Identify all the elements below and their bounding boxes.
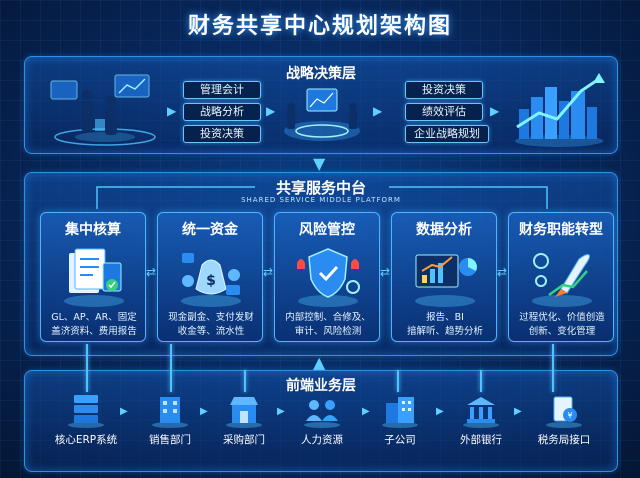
front-layer-title: 前端业务层 (286, 378, 356, 394)
connector-line (170, 344, 172, 392)
arrow-right-icon: ▶ (514, 406, 522, 417)
chart-icon (415, 254, 477, 307)
node-core-erp: 核心ERP系统 (46, 393, 126, 447)
connector-line (244, 370, 246, 392)
card-risk-control: 风险管控 内部控制、合修及、 审计、风险检测 (274, 212, 380, 342)
arrow-down-icon: ▼ (313, 154, 326, 173)
platform-feedback-lines (96, 186, 548, 209)
double-arrow-icon: ⇄ (146, 265, 157, 279)
svg-text:$: $ (206, 273, 216, 289)
building-icon (152, 397, 188, 428)
node-tax-interface: ¥ 税务局接口 (524, 393, 604, 447)
double-arrow-icon: ⇄ (497, 265, 508, 279)
card-finance-transformation: 财务职能转型 过程优化、价值创造 创新、变化管理 (508, 212, 614, 342)
card-title: 数据分析 (416, 222, 472, 238)
double-arrow-icon: ⇄ (380, 265, 391, 279)
arrow-right-icon: ▶ (362, 406, 370, 417)
strategy-tag-management-accounting: 管理会计 (183, 81, 261, 99)
store-icon (226, 397, 262, 428)
ledger-icon (64, 248, 124, 307)
arrow-up-icon: ▲ (313, 353, 326, 372)
arrow-right-icon: ▶ (490, 104, 500, 118)
strategy-tag-strategic-analysis: 战略分析 (183, 103, 261, 121)
people-icon (304, 400, 340, 428)
node-human-resources: 人力资源 (282, 393, 362, 447)
node-label: 税务局接口 (537, 434, 591, 446)
arrow-right-icon: ▶ (167, 104, 177, 118)
svg-text:¥: ¥ (567, 411, 572, 420)
card-description: 现金副金、支付发财 收金等、流水性 (168, 312, 254, 337)
bank-icon (463, 397, 499, 428)
card-unified-funds: 统一资金 $ 现金副金、支付发财 收金等、流水性 (157, 212, 263, 342)
arrow-right-icon: ▶ (200, 406, 208, 417)
node-label: 人力资源 (301, 434, 343, 446)
arrow-right-icon: ▶ (373, 104, 383, 118)
card-description: 过程优化、价值创造 创新、变化管理 (519, 312, 605, 337)
node-label: 核心ERP系统 (54, 434, 118, 446)
node-label: 子公司 (384, 434, 416, 446)
strategy-layer-title: 战略决策层 (286, 66, 356, 82)
node-label: 采购部门 (223, 434, 265, 446)
connector-line (397, 370, 399, 392)
card-title: 集中核算 (65, 222, 121, 238)
business-people-illustration (50, 74, 156, 146)
rocket-icon (532, 253, 592, 307)
page-title: 财务共享中心规划架构图 (187, 14, 452, 39)
money-bag-icon: $ (181, 253, 241, 307)
connector-line (86, 344, 88, 392)
platform-title: 共享服务中台 (275, 179, 366, 197)
connector-line (480, 370, 482, 392)
card-centralized-accounting: 集中核算 GL、AP、AR、固定 盖济资料、费用报告 (40, 212, 146, 342)
arrow-right-icon: ▶ (277, 406, 285, 417)
double-arrow-icon: ⇄ (263, 265, 274, 279)
node-subsidiary: 子公司 (360, 393, 440, 447)
card-description: 内部控制、合修及、 审计、风险检测 (285, 312, 371, 337)
node-purchasing-dept: 采购部门 (204, 393, 284, 447)
tax-icon: ¥ (546, 396, 582, 428)
node-sales-dept: 销售部门 (130, 393, 210, 447)
node-label: 外部银行 (460, 434, 502, 446)
strategy-tag-investment-decision-right: 投资决策 (405, 81, 483, 99)
connector-line (552, 344, 554, 392)
node-label: 销售部门 (149, 434, 191, 446)
shield-icon (297, 248, 360, 307)
server-icon (68, 395, 104, 428)
office-icon (382, 397, 418, 428)
card-data-analysis: 数据分析 报告、BI 揞解听、趋势分析 (391, 212, 497, 342)
arrow-right-icon: ▶ (120, 406, 128, 417)
arrow-right-icon: ▶ (436, 406, 444, 417)
strategy-tag-performance-evaluation: 绩效评估 (405, 103, 483, 121)
card-title: 财务职能转型 (519, 222, 603, 238)
card-title: 风险管控 (299, 222, 355, 238)
card-description: GL、AP、AR、固定 盖济资料、费用报告 (51, 312, 137, 337)
strategy-tag-investment-decision: 投资决策 (183, 125, 261, 143)
city-growth-illustration (515, 73, 605, 147)
strategy-layer: 战略决策层 管理会计 战略分析 投资决策 ▶ ▶ ▶ ▶ 投资决策 绩效评估 企… (24, 56, 618, 154)
card-title: 统一资金 (182, 222, 238, 238)
node-external-bank: 外部银行 (441, 393, 521, 447)
holographic-meeting-illustration (284, 88, 360, 141)
platform-subtitle: SHARED SERVICE MIDDLE PLATFORM (241, 196, 401, 204)
card-description: 报告、BI 揞解听、趋势分析 (406, 312, 483, 337)
arrow-right-icon: ▶ (266, 104, 276, 118)
strategy-tag-corporate-strategy: 企业战略规划 (405, 125, 489, 143)
